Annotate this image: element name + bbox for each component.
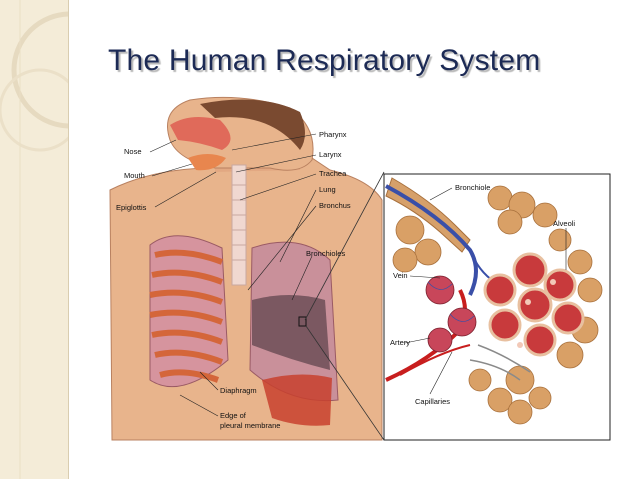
label-bronchus: Bronchus (319, 201, 351, 210)
sidebar-swirl (0, 0, 68, 479)
label-edge-of: Edge of (220, 411, 247, 420)
label-nose: Nose (124, 147, 142, 156)
label-diaphragm: Diaphragm (220, 386, 257, 395)
label-bronchiole: Bronchiole (455, 183, 490, 192)
label-bronchioles: Bronchioles (306, 249, 345, 258)
ribs (149, 249, 224, 383)
page-title: The Human Respiratory System (108, 44, 541, 77)
label-alveoli: Alveoli (553, 219, 575, 228)
torso-illustration (109, 96, 383, 441)
label-larynx: Larynx (319, 150, 342, 159)
label-vein: Vein (393, 271, 408, 280)
alveoli-inset (383, 173, 611, 441)
body-leader-lines (149, 133, 317, 417)
label-lung: Lung (319, 185, 336, 194)
label-epiglottis: Epiglottis (116, 203, 147, 212)
label-artery: Artery (390, 338, 410, 347)
label-mouth: Mouth (124, 171, 145, 180)
label-capillaries: Capillaries (415, 397, 450, 406)
label-pharynx: Pharynx (319, 130, 347, 139)
label-pleural-membrane: pleural membrane (220, 421, 280, 430)
label-trachea: Trachea (319, 169, 347, 178)
decorative-sidebar (0, 0, 69, 479)
inset-leader-lines (404, 187, 567, 395)
